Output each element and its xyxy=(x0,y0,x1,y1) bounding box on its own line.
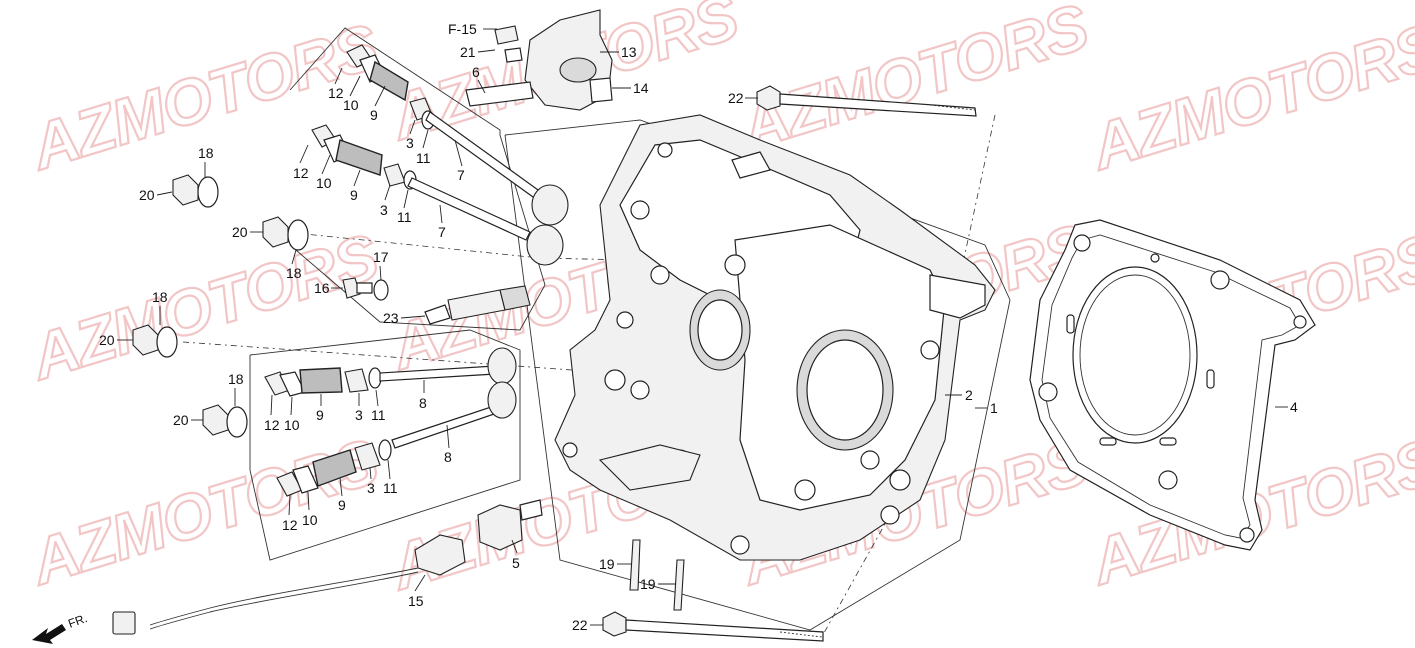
callout-21: 21 xyxy=(460,44,476,60)
callout-f15: F-15 xyxy=(448,21,477,37)
callout-12-c: 12 xyxy=(264,417,280,433)
small-bolt-and-washer xyxy=(342,277,389,301)
upper-valve-assembly xyxy=(311,44,569,266)
callout-17: 17 xyxy=(373,249,389,265)
callout-10-c: 10 xyxy=(284,417,300,433)
callout-18-d: 18 xyxy=(228,371,244,387)
watermark: AZMOTORS xyxy=(731,0,1097,164)
callout-2: 2 xyxy=(965,387,973,403)
callout-18-b: 18 xyxy=(286,265,302,281)
watermark: AZMOTORS xyxy=(1081,10,1415,184)
callout-7-b: 7 xyxy=(438,224,446,240)
callout-13: 13 xyxy=(621,44,637,60)
callout-10-d: 10 xyxy=(302,512,318,528)
callout-9-d: 9 xyxy=(338,497,346,513)
callout-11-c: 11 xyxy=(371,407,386,423)
callout-labels: F-15 21 6 13 14 22 12 10 9 3 11 7 12 10 … xyxy=(99,21,1298,633)
callout-14: 14 xyxy=(633,80,649,96)
callout-8-b: 8 xyxy=(444,449,452,465)
callout-20-c: 20 xyxy=(99,332,115,348)
callout-9-b: 9 xyxy=(350,187,358,203)
head-bolt-lower xyxy=(602,611,824,642)
front-marker-label: FR. xyxy=(66,611,89,631)
callout-9-a: 9 xyxy=(370,107,378,123)
cylinder-head xyxy=(554,114,996,561)
callout-15: 15 xyxy=(408,593,424,609)
callout-19-a: 19 xyxy=(599,556,615,572)
callout-5: 5 xyxy=(512,555,520,571)
head-bolt-upper xyxy=(756,85,977,117)
callout-12-d: 12 xyxy=(282,517,298,533)
decompressor-assembly xyxy=(465,9,613,111)
sensor-and-harness xyxy=(112,499,543,635)
callout-18-c: 18 xyxy=(152,289,168,305)
callout-22-upper: 22 xyxy=(728,90,744,106)
callout-18-a: 18 xyxy=(198,145,214,161)
front-direction-marker: FR. xyxy=(32,611,89,644)
callout-7-a: 7 xyxy=(457,167,465,183)
callout-19-b: 19 xyxy=(640,576,656,592)
head-gasket xyxy=(1029,219,1316,551)
callout-11-d: 11 xyxy=(383,480,398,496)
callout-22-lower: 22 xyxy=(572,617,588,633)
callout-10-b: 10 xyxy=(316,175,332,191)
lower-valve-assembly xyxy=(264,347,517,497)
callout-4: 4 xyxy=(1290,399,1298,415)
caps-and-washers xyxy=(132,174,309,438)
callout-9-c: 9 xyxy=(316,407,324,423)
upper-valve-frame xyxy=(289,27,546,331)
callout-6: 6 xyxy=(472,64,480,80)
callout-1: 1 xyxy=(990,400,998,416)
callout-20-d: 20 xyxy=(173,412,189,428)
spark-plug xyxy=(424,285,531,325)
dowel-studs xyxy=(629,539,685,611)
callout-3-c: 3 xyxy=(355,407,363,423)
callout-3-b: 3 xyxy=(380,202,388,218)
callout-8-a: 8 xyxy=(419,395,427,411)
callout-3-a: 3 xyxy=(406,135,414,151)
callout-10-a: 10 xyxy=(343,97,359,113)
callout-20-b: 20 xyxy=(232,224,248,240)
lower-valve-frame xyxy=(249,329,521,561)
gasket-bore xyxy=(1072,266,1198,444)
watermark: AZMOTORS xyxy=(21,425,387,599)
callout-11-b: 11 xyxy=(397,209,412,225)
callout-12-a: 12 xyxy=(328,85,344,101)
callout-23: 23 xyxy=(383,310,399,326)
callout-20-a: 20 xyxy=(139,187,155,203)
callout-16: 16 xyxy=(314,280,330,296)
callout-3-d: 3 xyxy=(367,480,375,496)
callout-12-b: 12 xyxy=(293,165,309,181)
callout-11-a: 11 xyxy=(416,150,431,166)
